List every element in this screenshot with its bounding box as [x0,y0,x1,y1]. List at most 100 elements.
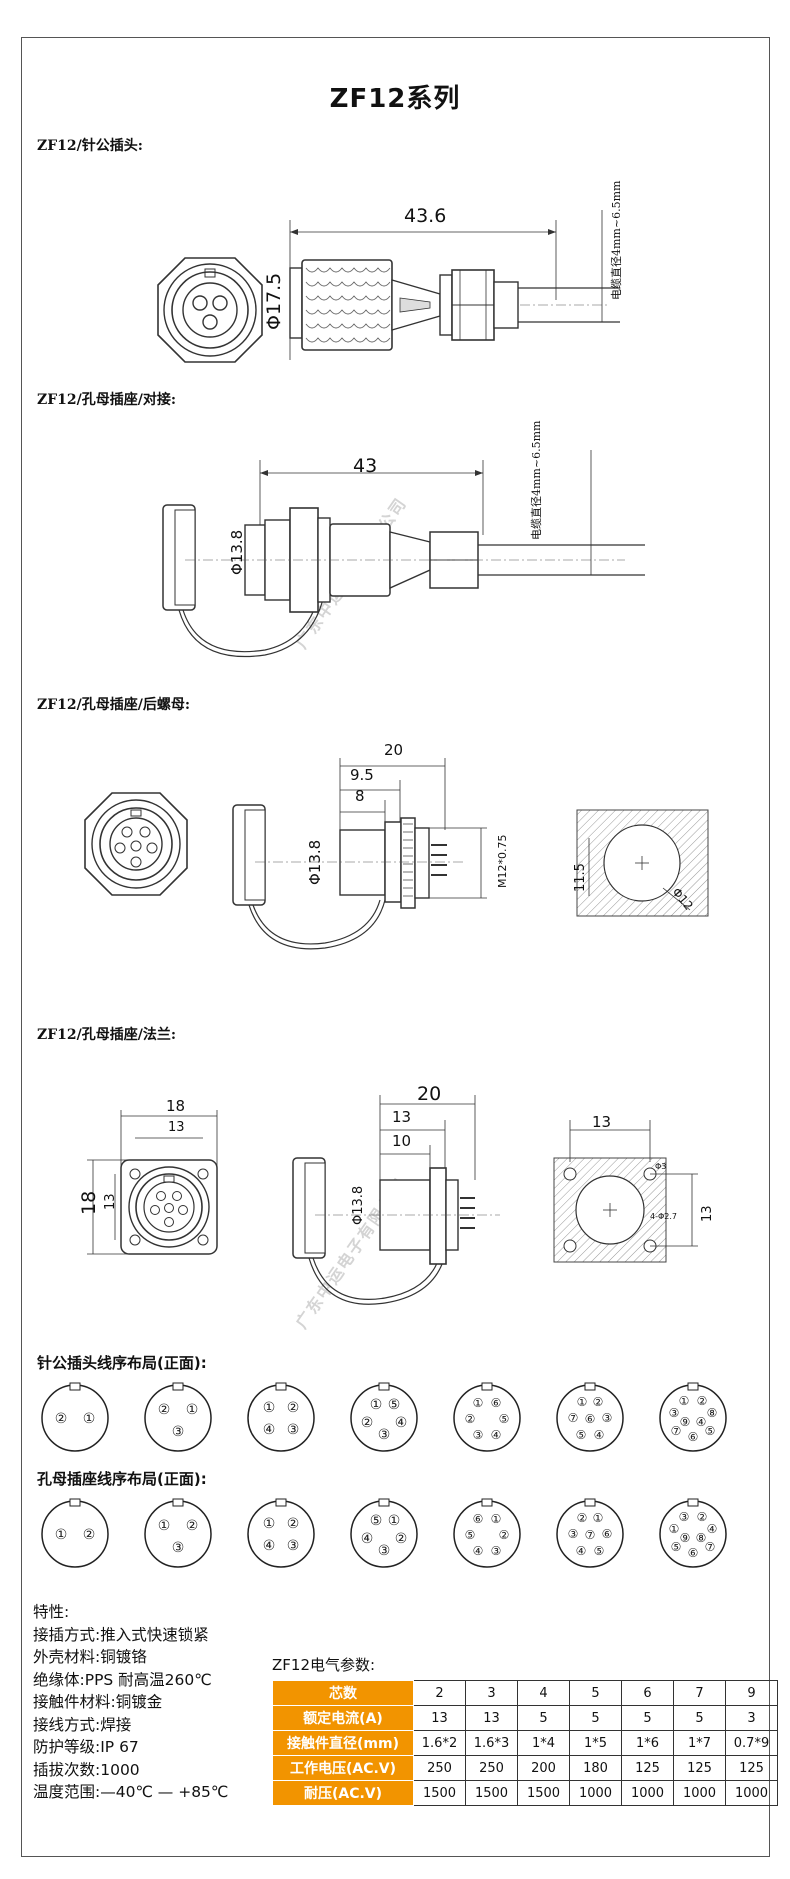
keyway-notch [275,1382,287,1391]
pin-number: ⑥ [688,1430,699,1444]
keyway-notch [584,1498,596,1507]
female-socket-mated-view [162,450,645,658]
pin-number: ① [669,1522,680,1536]
dimension-length: 20 [417,1083,442,1105]
section-heading: ZF12/孔母插座/对接: [37,392,177,408]
pin-number: ② [697,1394,708,1408]
pin-number: ① [263,1400,276,1416]
flange-height: 18 [78,1190,100,1215]
table-cell: 250 [465,1755,518,1781]
pin-number: ③ [287,1538,300,1554]
dimension-diameter: Φ17.5 [263,272,285,330]
table-cell: 1.6*2 [413,1730,466,1756]
feature-line: 接触件材料:铜镀金 [33,1693,163,1711]
table-cell: 1000 [569,1780,622,1806]
pin-number: ① [388,1513,401,1529]
keyway-notch [481,1382,493,1391]
pin-number: ⑤ [576,1428,587,1442]
pin-number: ② [593,1395,604,1409]
pin-number: ③ [287,1422,300,1438]
pin-number: ③ [491,1544,502,1558]
dimension-diameter: Φ13.8 [228,529,246,575]
electrical-heading: ZF12电气参数: [272,1656,376,1674]
pin-number: ⑥ [602,1527,613,1541]
pin-number: ④ [594,1428,605,1442]
table-cell: 4 [517,1680,570,1706]
table-cell: 6 [621,1680,674,1706]
flange-inner-height: 13 [103,1193,118,1210]
pin-number: ⑥ [585,1412,596,1426]
hole-spec: Φ3 [655,1162,667,1171]
dimension-short: 8 [355,787,365,805]
table-cell: 1000 [725,1780,778,1806]
pin-number: ⑤ [388,1397,401,1413]
flange-width: 18 [166,1097,186,1115]
cable-diameter-note: 电缆直径4mm~6.5mm [610,180,623,300]
layout-outline [247,1500,315,1568]
dimension-short: 10 [392,1132,412,1150]
table-cell: 3 [465,1680,518,1706]
feature-line: 温度范围:—40℃ — +85℃ [33,1783,229,1801]
pin-number: ③ [669,1406,680,1420]
pin-number: ① [263,1516,276,1532]
table-cell: 1*7 [673,1730,726,1756]
pin-number: ④ [707,1522,718,1536]
pin-number: ⑨ [680,1531,691,1545]
male-plug-front-view [157,257,263,363]
table-cell: 1500 [517,1780,570,1806]
row-label: 额定电流(A) [272,1705,414,1731]
pin-number: ③ [568,1527,579,1541]
table-row: 额定电流(A) 13 13 5 5 5 5 3 [272,1705,778,1731]
table-cell: 7 [673,1680,726,1706]
pin-number: ⑥ [491,1396,502,1410]
pin-number: ⑤ [705,1424,716,1438]
dimension-mid: 9.5 [350,766,374,784]
table-cell: 5 [673,1705,726,1731]
layout-outline [41,1500,109,1568]
pin-number: ② [395,1531,408,1547]
pin-number: ② [361,1415,374,1431]
table-cell: 2 [413,1680,466,1706]
pin-number: ⑤ [594,1544,605,1558]
hole-spec: 4-Φ2.7 [650,1212,677,1221]
keyway-notch [172,1382,184,1391]
pin-number: ② [499,1528,510,1542]
table-cell: 3 [725,1705,778,1731]
cutout-height: 11.5 [573,863,588,892]
flange-socket-side-view [292,1095,500,1305]
keyway-notch [69,1498,81,1507]
keyway-notch [378,1498,390,1507]
row-label: 接触件直径(mm) [272,1730,414,1756]
pin-number: ① [55,1527,68,1543]
row-label: 工作电压(AC.V) [272,1755,414,1781]
table-cell: 180 [569,1755,622,1781]
table-cell: 5 [517,1705,570,1731]
pin-number: ② [697,1510,708,1524]
pin-number: ① [83,1411,96,1427]
table-cell: 5 [569,1680,622,1706]
row-label: 耐压(AC.V) [272,1780,414,1806]
panel-cutout-round [576,809,709,917]
pin-number: ⑨ [680,1415,691,1429]
pin-number: ⑦ [585,1528,596,1542]
layout-outline [247,1384,315,1452]
keyway-notch [378,1382,390,1391]
feature-line: 插拔次数:1000 [33,1760,140,1779]
table-row: 工作电压(AC.V) 250 250 200 180 125 125 125 [272,1755,778,1781]
keyway-notch [69,1382,81,1391]
pin-number: ③ [172,1540,185,1556]
section-heading: ZF12/孔母插座/后螺母: [37,697,191,713]
male-layout-title: 针公插头线序布局(正面): [37,1354,207,1372]
table-cell: 250 [413,1755,466,1781]
table-row: 接触件直径(mm) 1.6*2 1.6*3 1*4 1*5 1*6 1*7 0.… [272,1730,778,1756]
